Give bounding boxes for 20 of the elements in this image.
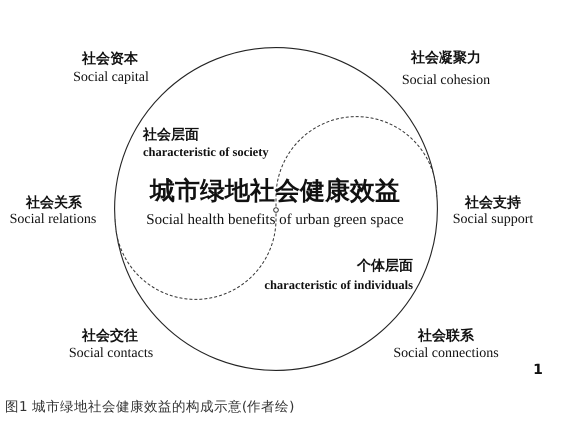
region-heading: 社会层面: [143, 126, 199, 144]
outer-label: 社会联系: [418, 328, 474, 344]
figure-number: 1: [533, 362, 543, 378]
outer-label: 社会交往: [82, 328, 138, 344]
figure-caption: 图1 城市绿地社会健康效益的构成示意(作者绘): [5, 398, 294, 416]
outer-label: Social contacts: [68, 346, 154, 362]
outer-label: 社会关系: [26, 194, 82, 212]
outer-label: Social relations: [10, 212, 96, 228]
region-subtitle: characteristic of individuals: [264, 278, 413, 292]
outer-label: Social cohesion: [402, 72, 490, 90]
region-heading: 个体层面: [357, 258, 413, 274]
center-subtitle: Social health benefits of urban green space: [146, 211, 404, 229]
center-title: 城市绿地社会健康效益: [150, 176, 400, 206]
outer-label: 社会支持: [465, 194, 521, 212]
outer-label: 社会凝聚力: [411, 50, 481, 66]
outer-label: Social connections: [393, 346, 499, 362]
outer-label: 社会资本: [82, 50, 138, 68]
outer-label: Social support: [452, 212, 534, 228]
region-subtitle: characteristic of society: [143, 145, 269, 160]
outer-label: Social capital: [73, 70, 149, 86]
